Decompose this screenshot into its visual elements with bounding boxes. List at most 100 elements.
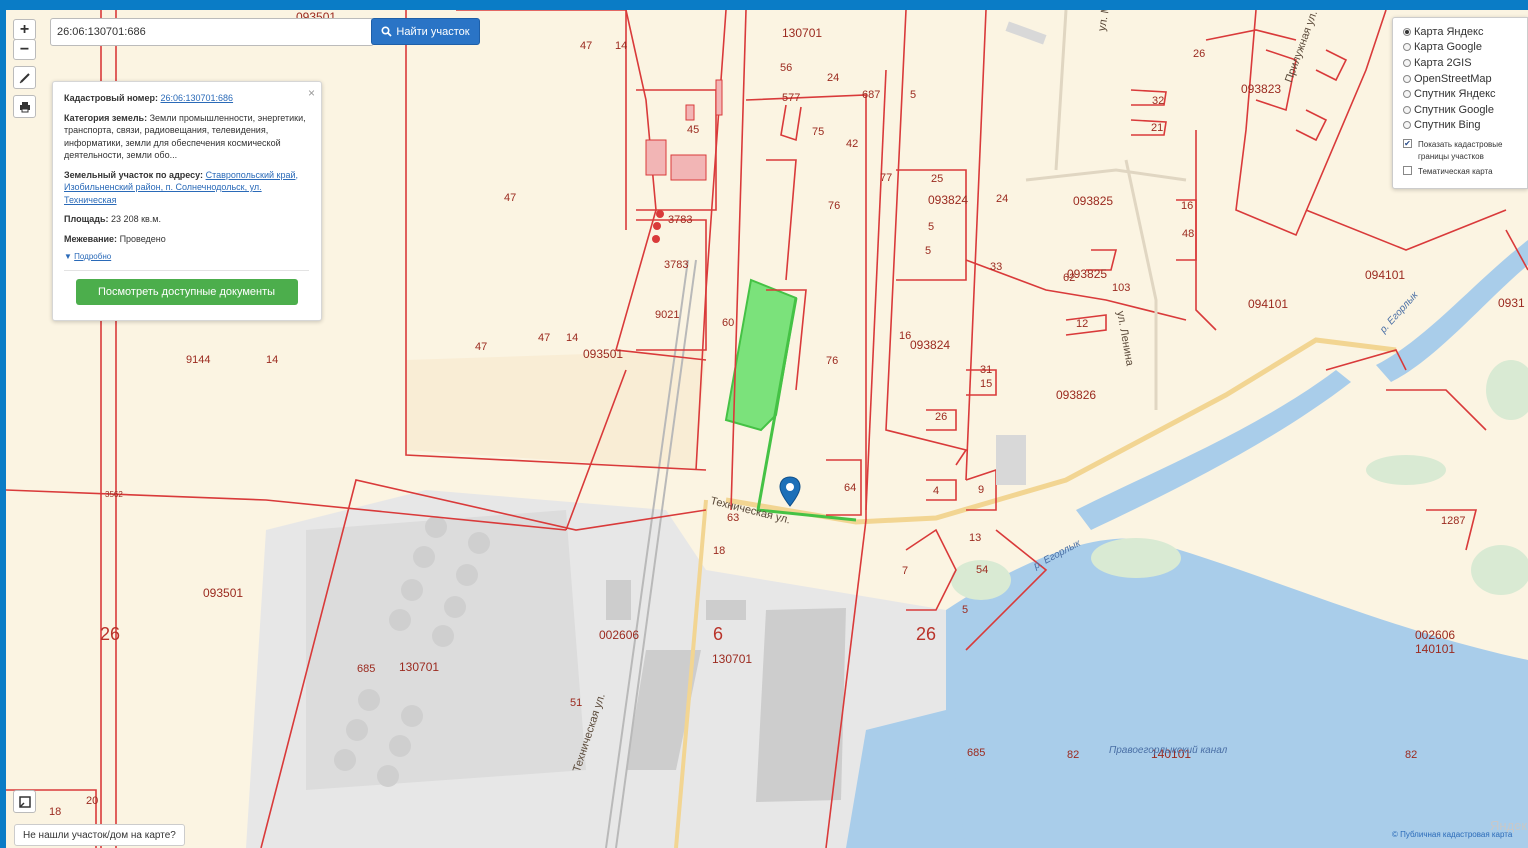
map-label: 9 [978,484,985,496]
layer-option-label: Спутник Яндекс [1414,88,1496,101]
layer-option[interactable]: Карта Google [1403,40,1527,56]
map-label: 60 [722,317,735,329]
close-icon[interactable]: × [307,86,315,100]
layer-option[interactable]: Карта Яндекс [1403,24,1527,40]
radio-button[interactable] [1403,121,1411,130]
land-category-value: Земли промышленности, энергетики, трансп… [64,112,306,161]
copyright-link[interactable]: © Публичная кадастровая карта [1392,830,1513,839]
survey-row: Межевание: Проведено [64,233,309,246]
radio-button[interactable] [1403,43,1411,52]
find-parcel-label: Найти участок [396,25,470,38]
radio-button[interactable] [1403,58,1411,67]
print-button[interactable] [13,95,36,118]
map-label: 093823 [1241,82,1282,96]
map-label: 0931 [1498,296,1525,310]
map-label: 130701 [782,26,823,40]
layer-option-label: Карта 2GIS [1414,56,1472,69]
radio-button[interactable] [1403,105,1411,114]
map-label: 45 [687,124,700,136]
map-label: 3783 [668,214,693,226]
map-label: 685 [967,747,986,759]
details-toggle[interactable]: ▼ Подробно [64,252,309,261]
map-label: 130701 [399,660,440,674]
find-parcel-button[interactable]: Найти участок [371,18,480,45]
show-borders-label: Показать кадастровые границы участков [1418,140,1503,162]
map-label: 26 [916,624,937,644]
map-label: 4 [933,485,940,497]
map-label: 47 [538,332,551,344]
map-label: 093825 [1067,267,1108,281]
land-category-label: Категория земель: [64,112,148,123]
map-label: 103 [1112,282,1131,294]
map-label: 002606 [599,628,640,642]
map-label: 7 [902,565,909,577]
map-label: 56 [780,62,793,74]
map-label: 9021 [655,309,680,321]
thematic-option[interactable]: Тематическая карта [1403,166,1527,178]
map-label: 14 [266,354,279,366]
layer-option[interactable]: Спутник Google [1403,102,1527,118]
radio-button[interactable] [1403,90,1411,99]
land-category-row: Категория земель: Земли промышленности, … [64,112,309,162]
map-label: 24 [996,193,1009,205]
map-label: 577 [782,92,801,104]
address-link[interactable]: Ставропольский край, Изобильненский райо… [64,169,298,205]
map-label: 33 [990,261,1003,273]
map-label: 82 [1067,749,1080,761]
expand-icon [18,795,31,808]
map-label: 16 [1181,200,1194,212]
map-label: 62 [1063,272,1076,284]
layer-option[interactable]: Карта 2GIS [1403,55,1527,71]
fullscreen-button[interactable] [13,790,36,813]
map-label: 18 [713,545,726,557]
map-label: 76 [828,200,841,212]
map-graphics [6,10,1528,848]
layer-option[interactable]: OpenStreetMap [1403,71,1527,87]
show-borders-checkbox[interactable]: ✔ [1403,138,1412,149]
map-label: 140101 [1151,747,1192,761]
address-label: Земельный участок по адресу: [64,169,204,180]
map-label: 3562 [105,490,123,499]
location-pin-icon[interactable] [778,476,802,508]
map-label: 31 [980,364,993,376]
map-label: 20 [86,795,99,807]
map-label: 15 [980,378,993,390]
map-label: 26 [1193,48,1206,60]
map-label: 24 [827,72,840,84]
map-label: 63 [727,512,740,524]
details-link[interactable]: Подробно [74,252,112,261]
cadastral-number-link[interactable]: 26:06:130701:686 [160,93,234,103]
layer-option-label: Спутник Bing [1414,119,1481,132]
survey-label: Межевание: [64,233,118,244]
layer-option-label: Карта Google [1414,41,1482,54]
map-label: 48 [1182,228,1195,240]
area-row: Площадь: 23 208 кв.м. [64,213,309,226]
layer-option[interactable]: Спутник Bing [1403,118,1527,134]
yandex-watermark: Яндекс [1490,818,1528,833]
cadastral-search-input[interactable] [50,18,374,46]
radio-button[interactable] [1403,74,1411,83]
map-label: 12 [1076,318,1089,330]
map-label: 9144 [186,354,211,366]
show-borders-option[interactable]: ✔ Показать кадастровые границы участков [1403,139,1527,163]
map-label: 25 [931,173,944,185]
thematic-checkbox[interactable] [1403,166,1412,176]
map-label: 1287 [1441,515,1466,527]
zoom-in-button[interactable]: + [13,19,36,40]
search-icon [381,26,393,37]
survey-value: Проведено [119,233,166,244]
measure-button[interactable] [13,66,36,89]
radio-button[interactable] [1403,27,1411,36]
map-label: 51 [570,697,583,709]
not-found-link[interactable]: Не нашли участок/дом на карте? [14,824,185,846]
address-row: Земельный участок по адресу: Ставропольс… [64,169,309,207]
ruler-icon [19,72,30,83]
view-documents-button[interactable]: Посмотреть доступные документы [75,279,298,305]
map-label: 47 [504,192,517,204]
zoom-out-button[interactable]: − [13,39,36,60]
cadastral-number-label: Кадастровый номер: [64,93,158,103]
map-label: 5 [928,221,935,233]
layer-option[interactable]: Спутник Яндекс [1403,86,1527,102]
